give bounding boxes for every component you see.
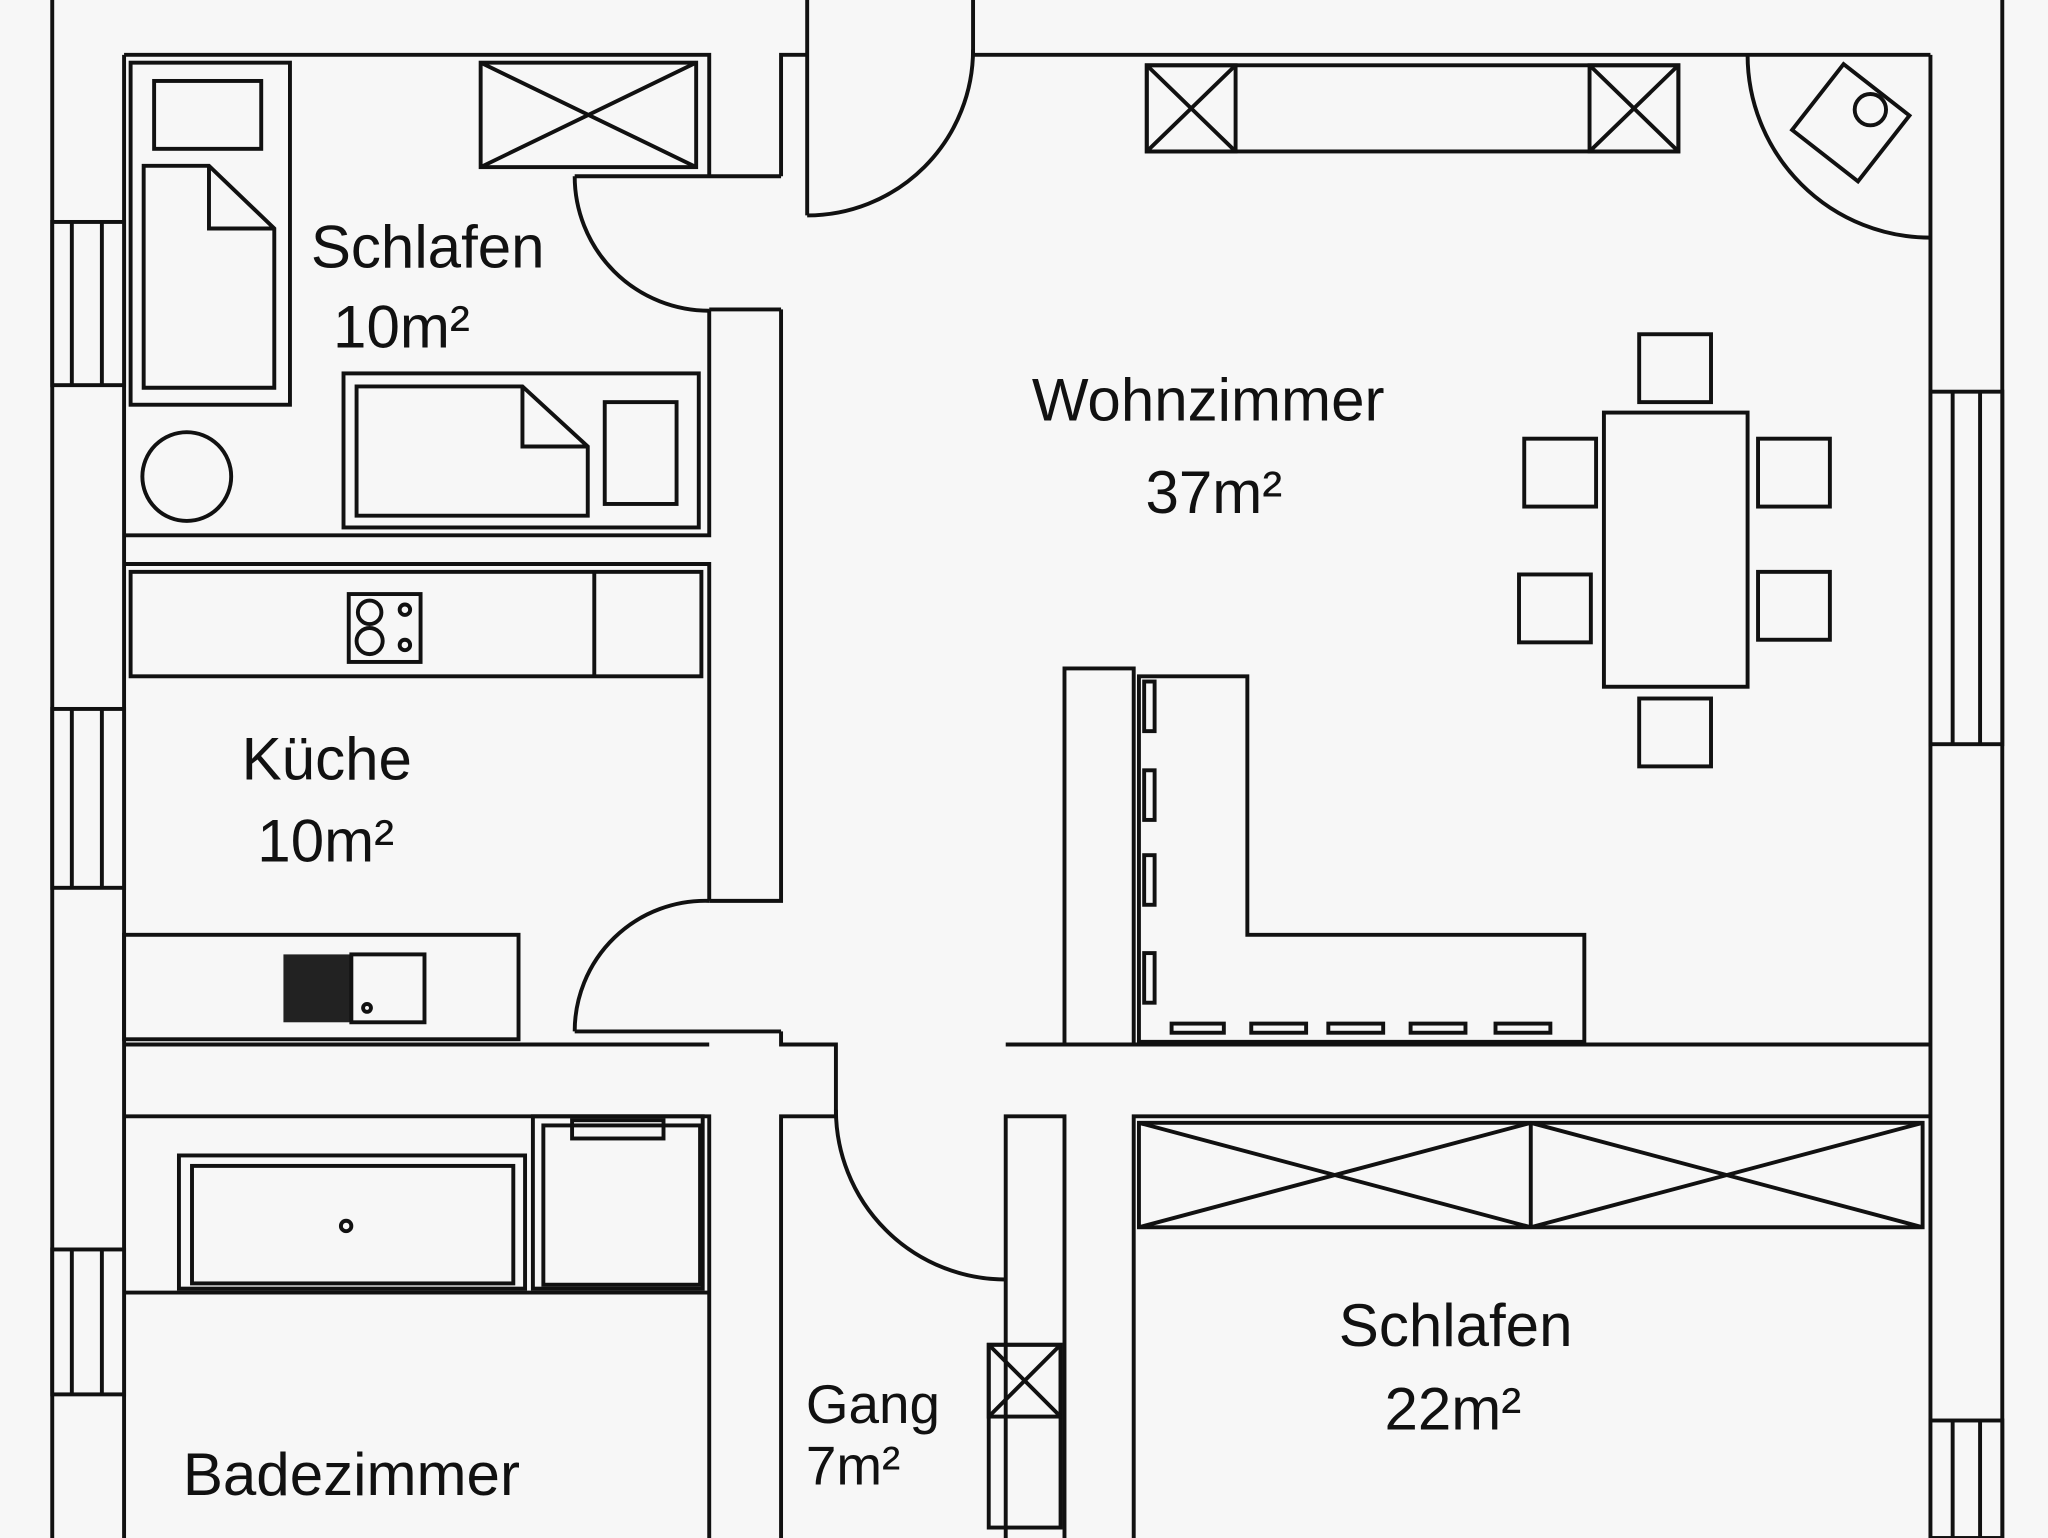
room-name-badezimmer: Badezimmer [183, 1441, 520, 1508]
room-name-schlafen-large: Schlafen [1339, 1292, 1573, 1359]
room-name-gang: Gang [806, 1373, 940, 1435]
room-area-wohnzimmer: 37m² [1145, 459, 1282, 526]
room-name-kueche: Küche [242, 725, 412, 792]
room-name-schlafen-small: Schlafen [311, 214, 545, 281]
door-swings [572, 49, 1931, 1282]
room-area-gang: 7m² [806, 1434, 900, 1496]
room-area-kueche: 10m² [257, 808, 394, 875]
windows [50, 219, 2005, 1538]
room-area-schlafen-small: 10m² [333, 293, 470, 360]
room-name-wohnzimmer: Wohnzimmer [1032, 366, 1385, 433]
furniture [122, 60, 1925, 1530]
room-area-schlafen-large: 22m² [1384, 1376, 1521, 1443]
room-labels: Schlafen 10m² Küche 10m² Wohnzimmer 37m²… [183, 214, 1573, 1508]
